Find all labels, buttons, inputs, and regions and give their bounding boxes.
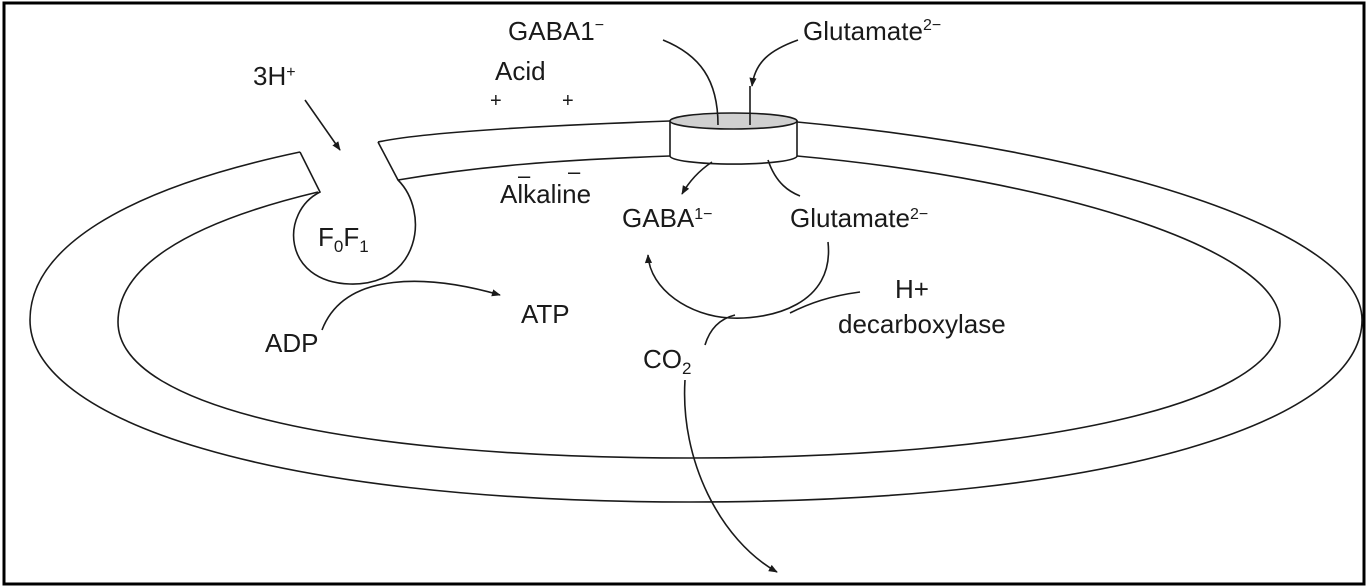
proton-outside-label: 3H+ bbox=[253, 61, 296, 91]
minus-sign-1: – bbox=[518, 163, 531, 188]
gaba-outside-label: GABA1− bbox=[508, 16, 604, 46]
decarboxylase-label: decarboxylase bbox=[838, 309, 1006, 339]
proton-entry-arrow bbox=[304, 99, 341, 151]
plus-sign-2: + bbox=[562, 90, 574, 112]
atp-synthase bbox=[292, 141, 417, 285]
co2-release-curve bbox=[704, 314, 736, 346]
f0f1-label: F0F1 bbox=[318, 222, 369, 256]
adp-atp-arrow bbox=[321, 280, 501, 331]
co2-label: CO2 bbox=[643, 344, 691, 378]
inner-membrane bbox=[117, 155, 1281, 459]
proton-inside-label: H+ bbox=[895, 274, 929, 304]
gaba-inside-label: GABA1− bbox=[622, 203, 713, 233]
glutamate-import-arrow bbox=[749, 39, 799, 87]
adp-label: ADP bbox=[265, 328, 318, 358]
alkaline-label: Alkaline bbox=[500, 179, 591, 209]
decarboxylation-cycle bbox=[644, 241, 830, 319]
antiporter-channel bbox=[669, 112, 798, 165]
plus-sign-1: + bbox=[490, 90, 502, 112]
atp-label: ATP bbox=[521, 299, 570, 329]
co2-exit-arrow bbox=[683, 379, 778, 573]
glutamate-outside-label: Glutamate2− bbox=[803, 16, 941, 46]
glutamate-inside-label: Glutamate2− bbox=[790, 203, 928, 233]
glutamate-release-curve bbox=[767, 159, 801, 197]
minus-sign-2: – bbox=[568, 159, 581, 184]
acid-label: Acid bbox=[495, 56, 546, 86]
proton-input-curve bbox=[789, 291, 861, 314]
gaba-export-arrow bbox=[681, 161, 713, 195]
outer-membrane bbox=[29, 120, 1363, 503]
gaba-export-curve bbox=[662, 39, 719, 126]
